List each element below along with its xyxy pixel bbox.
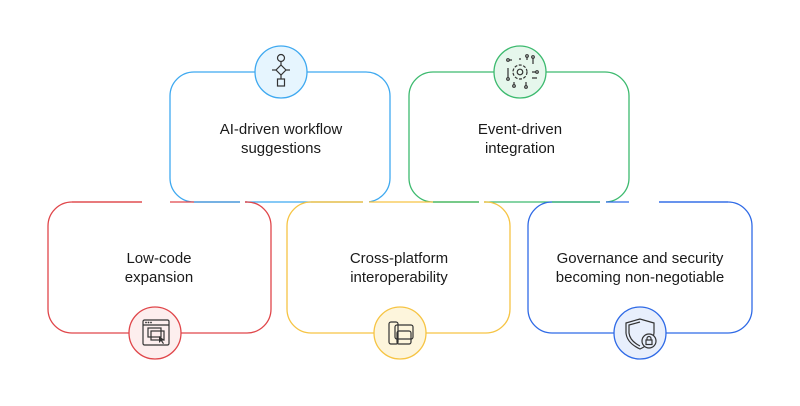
card-ai-driven-line1: AI-driven workflow: [220, 121, 343, 138]
browser-window-cursor-icon: [128, 306, 182, 360]
card-cross-platform-line1: Cross-platform: [350, 250, 448, 267]
card-event-driven-line1: Event-driven: [478, 121, 562, 138]
card-cross-platform-line2: interoperability: [350, 269, 448, 286]
gear-circuit-icon: [493, 45, 547, 99]
shield-lock-icon: [613, 306, 667, 360]
card-governance-line2: becoming non-negotiable: [556, 269, 724, 286]
multi-device-icon: [373, 306, 427, 360]
card-governance-line1: Governance and security: [557, 250, 724, 267]
card-low-code-line1: Low-code: [126, 250, 191, 267]
card-ai-driven-line2: suggestions: [241, 140, 321, 157]
workflow-flowchart-icon: [254, 45, 308, 99]
card-low-code-line2: expansion: [125, 269, 193, 286]
card-event-driven-line2: integration: [485, 140, 555, 157]
